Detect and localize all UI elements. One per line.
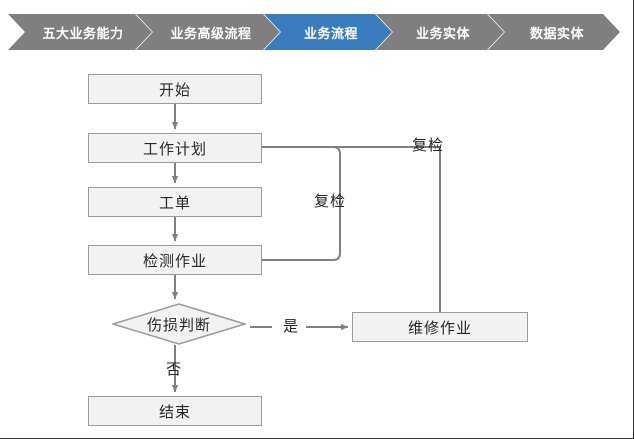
flow-node-start[interactable]: 开始 <box>88 74 262 104</box>
diamond-shape <box>112 303 246 345</box>
breadcrumb-item-4[interactable]: 业务实体 <box>376 14 504 50</box>
flow-node-label: 开始 <box>158 81 191 99</box>
edge-recheck-outer <box>182 143 441 312</box>
breadcrumb-item-label: 五大业务能力 <box>42 25 124 41</box>
breadcrumb-item-label: 数据实体 <box>529 25 584 41</box>
flow-node-workplan[interactable]: 工作计划 <box>88 133 262 163</box>
flow-node-label: 结束 <box>158 403 191 421</box>
flow-node-inspect[interactable]: 检测作业 <box>88 245 262 275</box>
flow-node-workorder[interactable]: 工单 <box>88 187 262 217</box>
breadcrumb-item-label: 业务实体 <box>415 25 470 41</box>
breadcrumb-item-label: 业务流程 <box>303 25 358 41</box>
flow-node-label: 维修作业 <box>407 319 472 337</box>
edge-label-recheck-outer: 复检 <box>412 137 445 154</box>
flow-node-end[interactable]: 结束 <box>88 396 262 426</box>
flow-node-label: 工单 <box>158 194 191 212</box>
flow-node-damage[interactable]: 伤损判断 <box>112 303 246 345</box>
edge-label-recheck-inner: 复检 <box>314 193 347 210</box>
breadcrumb-item-5[interactable]: 数据实体 <box>488 14 620 50</box>
breadcrumb-item-2[interactable]: 业务高级流程 <box>136 14 280 50</box>
flow-node-label: 伤损判断 <box>146 316 211 334</box>
flow-node-label: 工作计划 <box>142 140 207 158</box>
breadcrumb-item-3[interactable]: 业务流程 <box>264 14 392 50</box>
edge-label-no: 否 <box>166 361 183 378</box>
flow-node-repair[interactable]: 维修作业 <box>352 312 528 342</box>
flow-node-label: 检测作业 <box>142 252 207 270</box>
breadcrumb: 五大业务能力 业务高级流程 业务流程 业务实体 数据实体 <box>0 14 634 50</box>
breadcrumb-item-1[interactable]: 五大业务能力 <box>8 14 152 50</box>
edge-label-yes: 是 <box>283 318 300 335</box>
breadcrumb-item-label: 业务高级流程 <box>170 25 252 41</box>
